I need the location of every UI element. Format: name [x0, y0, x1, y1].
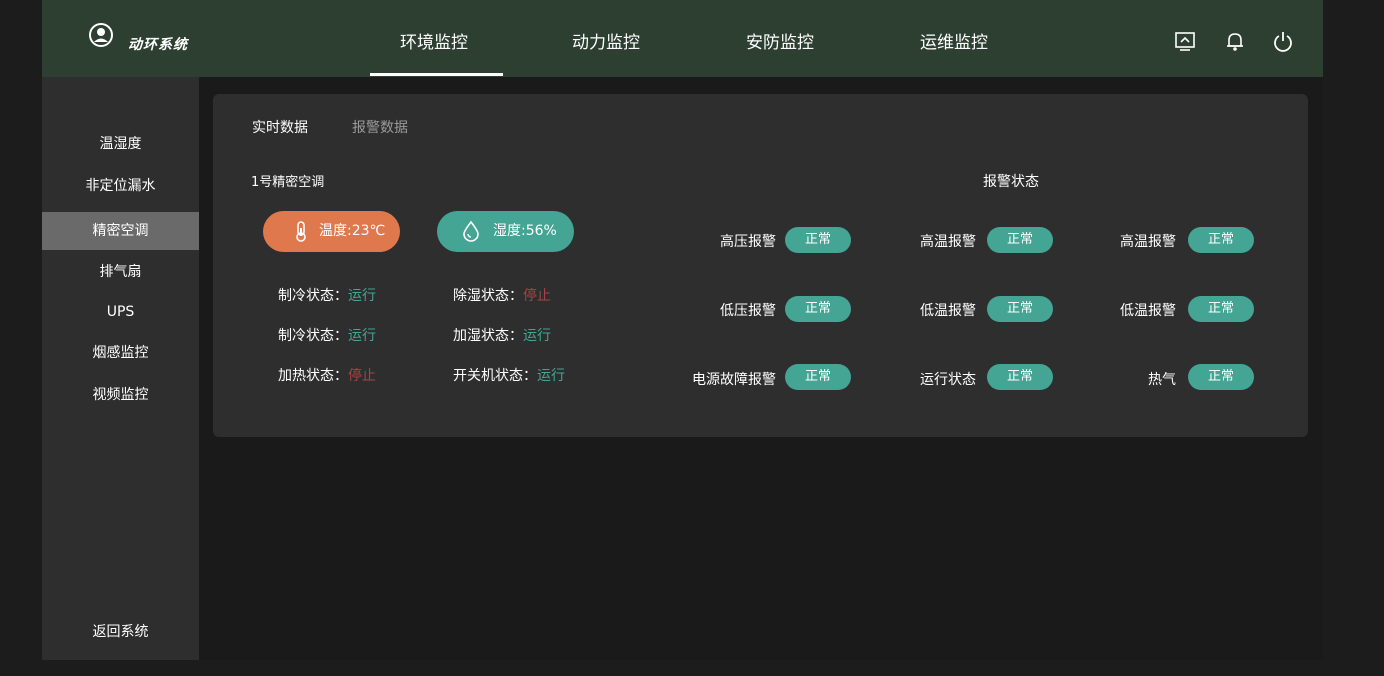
active-nav-indicator	[370, 73, 503, 76]
alarm-status-badge: 正常	[987, 227, 1053, 253]
bell-icon[interactable]	[1224, 30, 1246, 52]
alarm-label: 低温报警	[1120, 303, 1176, 319]
top-header: 动环系统 环境监控 动力监控 安防监控 运维监控	[42, 0, 1323, 77]
sidebar-item-temp-humidity[interactable]: 温湿度	[99, 136, 142, 152]
alarm-label: 高温报警	[1120, 234, 1176, 250]
cooling-state-1: 制冷状态：运行	[278, 288, 376, 304]
power-icon[interactable]	[1272, 30, 1294, 52]
alarm-status-badge: 正常	[785, 227, 851, 253]
sidebar-item-precision-ac[interactable]: 精密空调	[42, 212, 199, 250]
logo-text: 动环系统	[128, 37, 188, 53]
nav-environment[interactable]: 环境监控	[400, 33, 468, 53]
humidify-state: 加湿状态：运行	[453, 328, 551, 344]
alarm-label: 电源故障报警	[692, 372, 776, 388]
tab-alarm-data[interactable]: 报警数据	[352, 120, 408, 136]
temperature-value: 温度:23℃	[319, 223, 386, 239]
nav-security[interactable]: 安防监控	[746, 33, 814, 53]
back-to-system-button[interactable]: 返回系统	[92, 624, 149, 640]
alarm-label: 高温报警	[920, 234, 976, 250]
humidity-pill: 湿度:56%	[437, 211, 574, 252]
status-value: 停止	[523, 288, 551, 304]
alarm-label: 低压报警	[720, 303, 776, 319]
alarm-status-title: 报警状态	[983, 174, 1039, 190]
alarm-label: 运行状态	[920, 372, 976, 388]
sidebar-item-water-leak[interactable]: 非定位漏水	[85, 178, 156, 194]
status-value: 运行	[537, 368, 565, 384]
alarm-status-badge: 正常	[1188, 296, 1254, 322]
alarm-status-badge: 正常	[785, 364, 851, 390]
nav-power[interactable]: 动力监控	[572, 33, 640, 53]
alarm-status-badge: 正常	[1188, 227, 1254, 253]
realtime-panel: 实时数据 报警数据 1号精密空调 温度:23℃ 湿度:56% 制冷状态：运行 除…	[213, 94, 1308, 437]
nav-maintenance[interactable]: 运维监控	[920, 33, 988, 53]
tab-realtime[interactable]: 实时数据	[252, 120, 308, 136]
thermometer-icon	[296, 221, 306, 242]
alarm-status-badge: 正常	[785, 296, 851, 322]
heating-state: 加热状态：停止	[278, 368, 376, 384]
sidebar-item-smoke[interactable]: 烟感监控	[92, 345, 149, 361]
water-drop-icon	[463, 220, 479, 242]
app-window: 动环系统 环境监控 动力监控 安防监控 运维监控 温湿度 非定位漏水 精密空调 …	[42, 0, 1323, 660]
logo-icon	[89, 23, 113, 47]
sidebar-item-ups[interactable]: UPS	[106, 304, 135, 320]
cooling-state-2: 制冷状态：运行	[278, 328, 376, 344]
alarm-label: 高压报警	[720, 234, 776, 250]
sidebar-item-exhaust-fan[interactable]: 排气扇	[99, 264, 142, 280]
display-icon[interactable]	[1174, 30, 1196, 52]
status-value: 运行	[348, 288, 376, 304]
sidebar: 温湿度 非定位漏水 精密空调 排气扇 UPS 烟感监控 视频监控 返回系统	[42, 77, 199, 660]
status-value: 停止	[348, 368, 376, 384]
status-value: 运行	[348, 328, 376, 344]
sidebar-item-video[interactable]: 视频监控	[92, 387, 149, 403]
alarm-label: 低温报警	[920, 303, 976, 319]
temperature-pill: 温度:23℃	[263, 211, 400, 252]
alarm-status-badge: 正常	[987, 364, 1053, 390]
alarm-status-badge: 正常	[987, 296, 1053, 322]
dehumidify-state: 除湿状态：停止	[453, 288, 551, 304]
power-switch-state: 开关机状态：运行	[453, 368, 565, 384]
humidity-value: 湿度:56%	[493, 223, 557, 239]
alarm-status-badge: 正常	[1188, 364, 1254, 390]
unit-title: 1号精密空调	[251, 175, 325, 190]
status-value: 运行	[523, 328, 551, 344]
alarm-label: 热气	[1148, 372, 1176, 388]
